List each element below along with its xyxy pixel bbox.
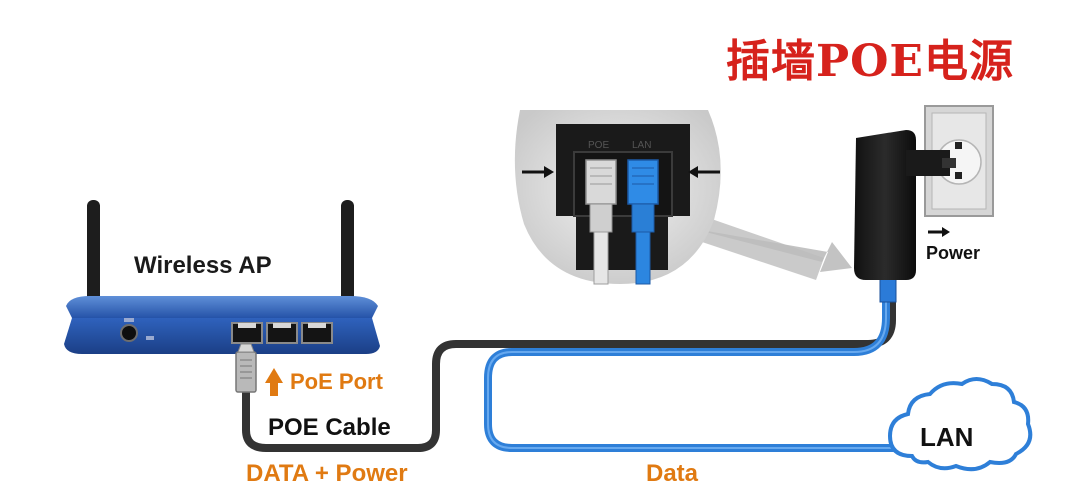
wireless-ap-label: Wireless AP [134, 252, 272, 279]
zoom-inset [514, 110, 852, 285]
data-cable [484, 277, 904, 452]
arrow-left-icon [688, 166, 720, 178]
wireless-ap-router [64, 200, 380, 354]
poe-power-adapter [854, 130, 956, 280]
arrow-right-icon [928, 227, 950, 237]
poe-plug [585, 159, 617, 285]
page-title: 插墙POE电源 [726, 36, 1014, 87]
lan-plug [627, 159, 659, 285]
data-power-label: DATA + Power [246, 460, 408, 487]
cloud-icon [887, 377, 1033, 472]
power-label: Power [926, 243, 981, 263]
arrow-up-icon [265, 368, 283, 396]
poe-port-label: PoE Port [290, 369, 383, 394]
inset-lan-port-label: LAN [632, 140, 652, 151]
lan-cloud-label: LAN [920, 422, 974, 452]
poe-cable-label: POE Cable [268, 414, 391, 441]
arrow-right-icon [522, 166, 554, 178]
data-label: Data [646, 460, 699, 487]
inset-poe-port-label: POE [588, 140, 610, 151]
